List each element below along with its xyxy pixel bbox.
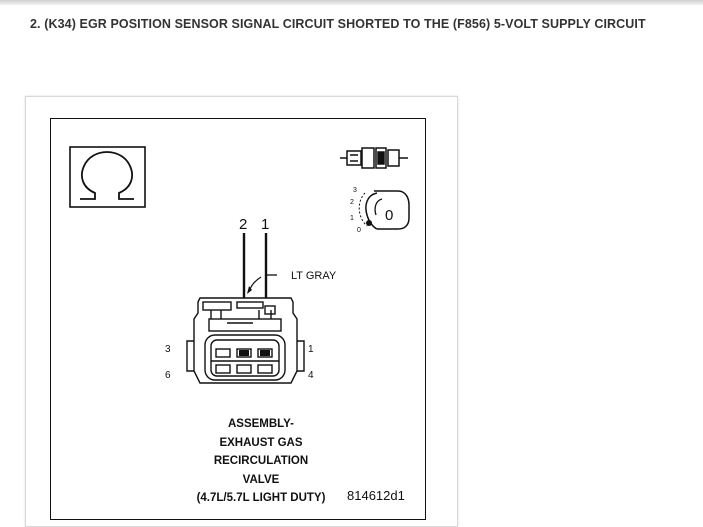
pin-label-3: 3 (165, 344, 171, 355)
top-shadow-bar (0, 0, 703, 5)
dial-label-1: 1 (350, 215, 354, 222)
probe-connector-icon (340, 147, 408, 169)
dial-zero-readout: 0 (385, 207, 393, 224)
dial-label-0: 0 (357, 227, 361, 234)
connector-diagram: 3 2 1 0 0 2 1 LT GRAY (69, 146, 410, 384)
pin-label-1: 1 (308, 344, 314, 355)
figure-code: 814612d1 (347, 488, 405, 503)
caption-line: RECIRCULATION (213, 455, 309, 467)
terminal-dial-icon: 3 2 1 0 0 (350, 187, 410, 234)
dial-label-2: 2 (350, 199, 354, 206)
wire-color-label: LT GRAY (291, 270, 337, 282)
diagram-frame: 3 2 1 0 0 2 1 LT GRAY (50, 118, 426, 520)
caption-line: VALVE (242, 473, 280, 486)
terminal-2-probe-contact (239, 350, 249, 356)
caption-line: ASSEMBLY- (227, 418, 295, 430)
diagram-card: 3 2 1 0 0 2 1 LT GRAY (25, 96, 458, 527)
terminal-1-probe-contact (260, 350, 270, 356)
dial-label-3: 3 (353, 187, 357, 194)
page-heading: 2. (K34) EGR POSITION SENSOR SIGNAL CIRC… (30, 17, 646, 31)
wire-label-1: 1 (261, 216, 269, 233)
pin-label-4: 4 (308, 370, 314, 381)
egr-connector-face (186, 297, 305, 384)
caption-line: EXHAUST GAS (219, 436, 303, 449)
ohmmeter-icon (69, 146, 146, 208)
component-caption: ASSEMBLY- EXHAUST GAS RECIRCULATION VALV… (181, 415, 341, 508)
caption-line: (4.7L/5.7L LIGHT DUTY) (196, 492, 326, 504)
pin-label-6: 6 (165, 370, 171, 381)
wire-label-2: 2 (239, 216, 247, 233)
